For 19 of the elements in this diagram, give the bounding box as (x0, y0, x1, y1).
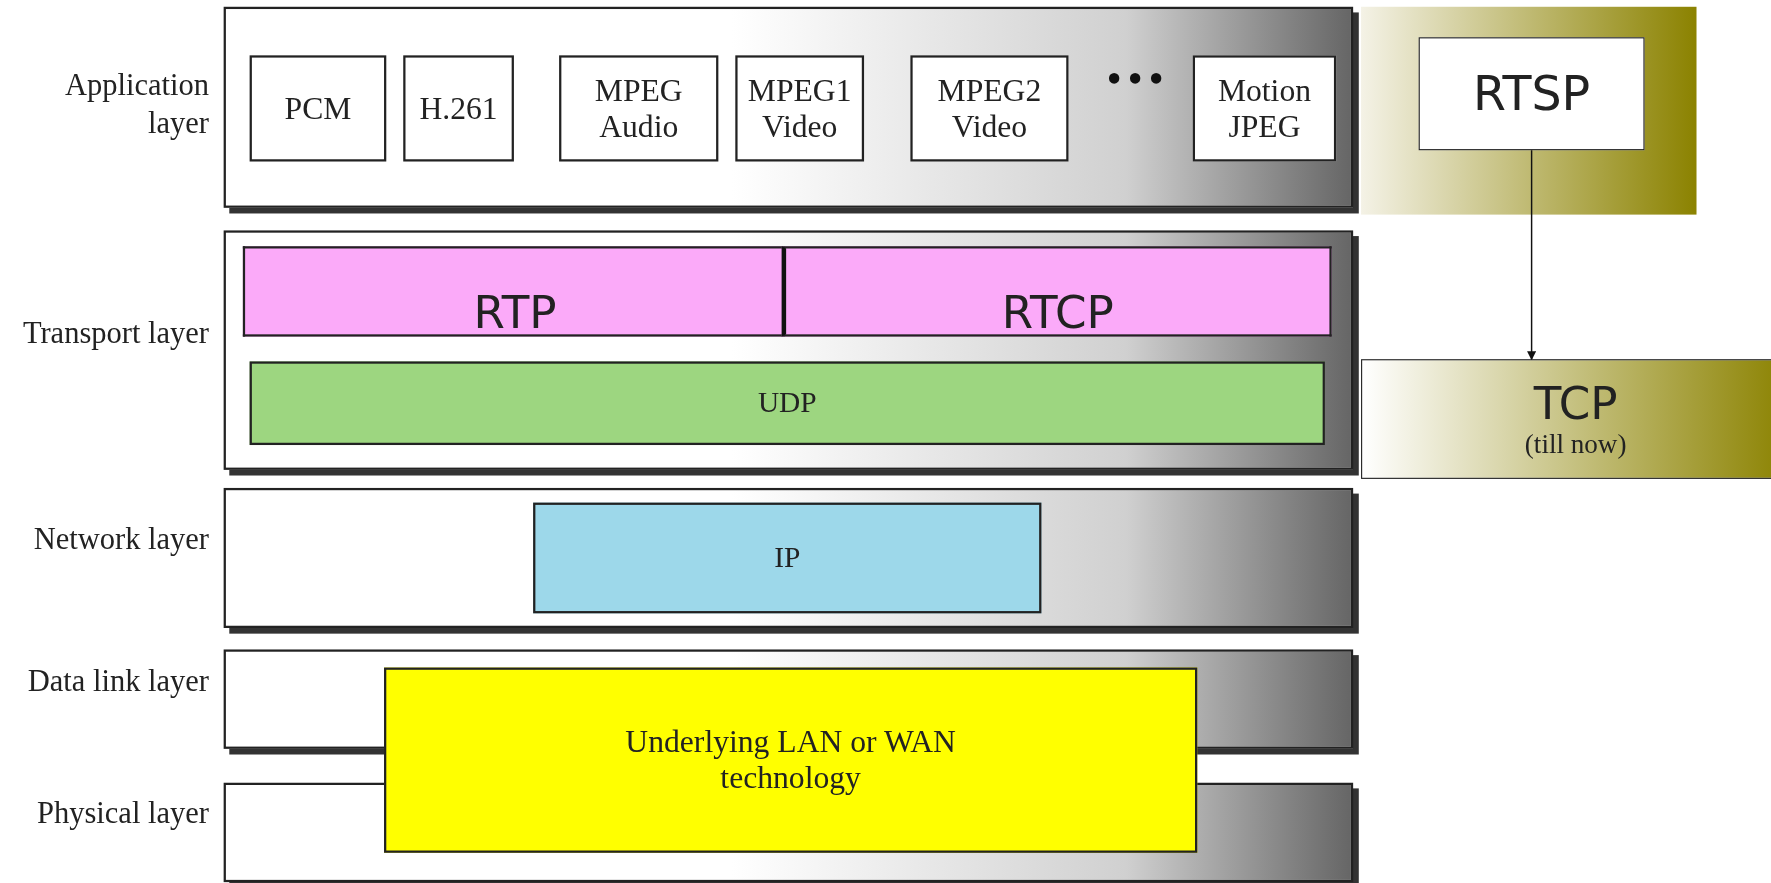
protocol-box: MPEG2 Video (910, 55, 1069, 162)
protocol-box: IP (533, 502, 1042, 614)
protocol-box: UDP (249, 361, 1325, 445)
arrow (1527, 149, 1537, 361)
protocol-box: MPEG Audio (559, 55, 719, 162)
protocol-box: RTSP (1418, 37, 1645, 151)
protocol-box: MPEG1 Video (735, 55, 865, 162)
protocol-box: TCP (till now) (1361, 359, 1771, 479)
layer-label: Physical layer (36, 795, 209, 833)
protocol-box: Motion JPEG (1192, 55, 1337, 162)
protocol-box: Underlying LAN or WAN technology (384, 667, 1198, 853)
layer-label: Data link layer (26, 663, 209, 701)
protocol-box: H.261 (403, 55, 514, 162)
protocol-box: PCM (249, 55, 387, 162)
layer-label: Transport layer (21, 315, 209, 353)
layer-label: Application layer (63, 66, 209, 143)
layer-label: Network layer (32, 520, 209, 558)
ellipsis-mark: ••• (1104, 63, 1168, 98)
protocol-box: RTCP (781, 246, 1332, 337)
